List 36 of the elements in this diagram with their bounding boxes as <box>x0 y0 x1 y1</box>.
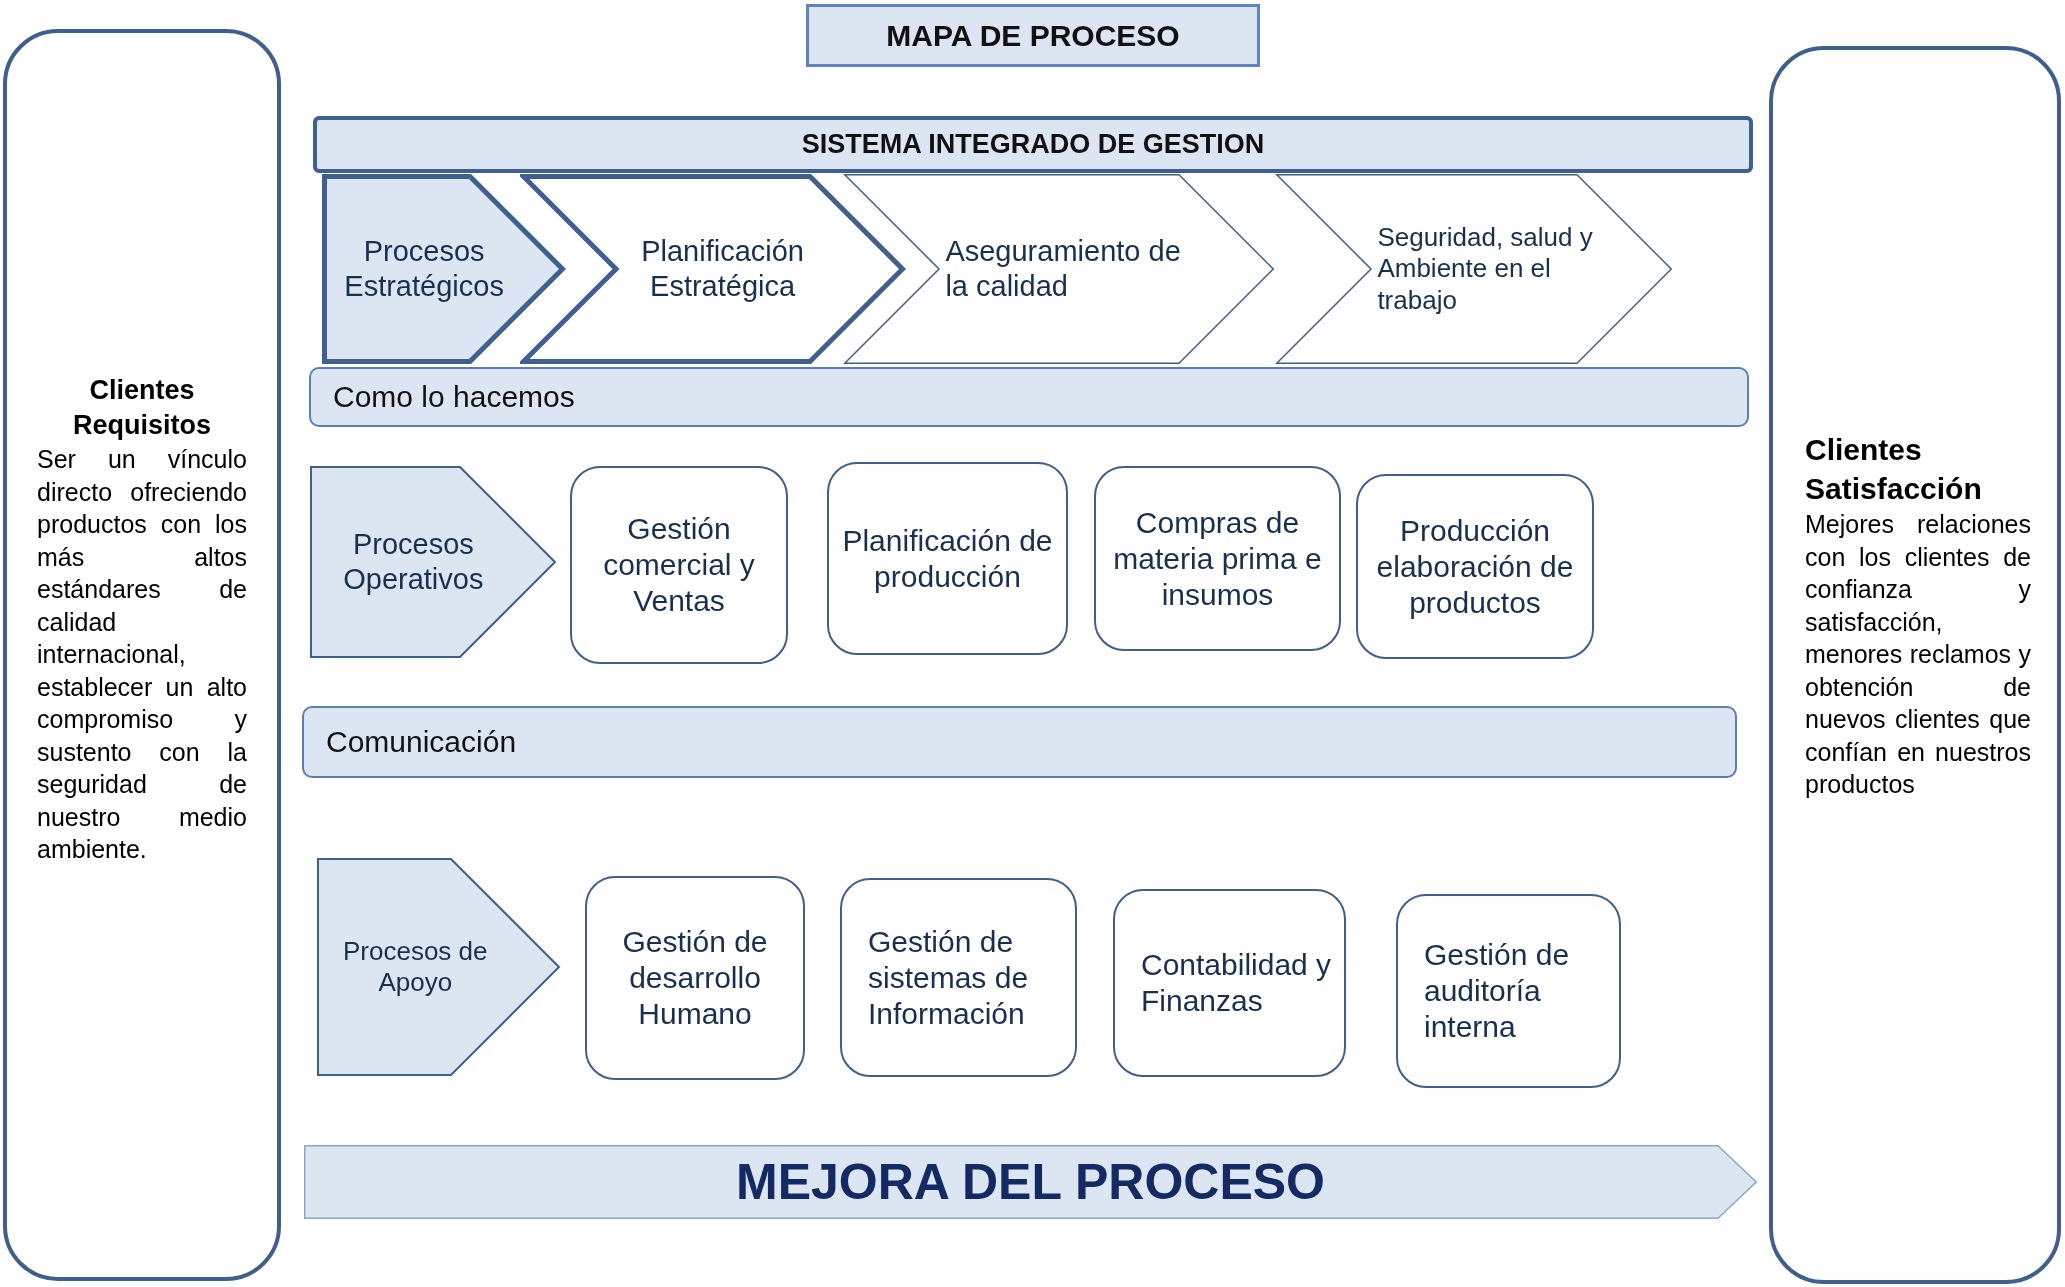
client-panel <box>3 29 281 1281</box>
client-panel <box>1769 46 2061 1284</box>
process-box <box>1396 894 1621 1088</box>
process-box <box>827 462 1068 655</box>
process-box <box>585 876 805 1080</box>
process-label: Planificación de producción <box>841 522 1054 595</box>
section-title: Como lo hacemos <box>333 379 575 415</box>
section-title: SISTEMA INTEGRADO DE GESTION <box>801 128 1265 161</box>
process-label: Gestión de desarrollo Humano <box>621 924 769 1032</box>
process-label: Producción elaboración de productos <box>1375 512 1575 621</box>
banner-text: MEJORA DEL PROCESO <box>736 1153 1325 1212</box>
process-label: Compras de materia prima e insumos <box>1112 504 1323 613</box>
process-label: Contabilidad y Finanzas <box>1141 947 1333 1019</box>
process-box <box>1094 466 1341 651</box>
title-banner: MAPA DE PROCESO <box>806 4 1260 67</box>
panel-heading: Clientes Requisitos <box>72 374 212 443</box>
process-label: Procesos de Apoyo <box>342 935 489 999</box>
process-box <box>570 466 788 664</box>
process-label: Gestión comercial y Ventas <box>602 511 756 619</box>
process-label: Seguridad, salud y Ambiente en el trabajo <box>1377 222 1594 316</box>
panel-body: Mejores relaciones con los clientes de confianza y satisfacción, menores reclamos y obtención de nuevos clientes que confían en nuestros productos <box>1805 509 2031 800</box>
process-label: Procesos Estratégicos <box>343 234 505 304</box>
process-label: Gestión de sistemas de Información <box>868 923 1030 1032</box>
process-box <box>1113 889 1346 1077</box>
header-band <box>313 116 1753 173</box>
process-box <box>840 878 1077 1077</box>
process-label: Aseguramiento de la calidad <box>945 234 1182 304</box>
panel-body: Ser un vínculo directo ofreciendo productos con los más altos estándares de calidad internacional, establecer un alto compromiso y sustento con la seguridad de nuestro medio ambiente. <box>37 444 247 866</box>
panel-heading: Clientes Satisfacción <box>1805 432 1983 507</box>
section-bar <box>309 367 1749 427</box>
process-label: Procesos Operativos <box>342 527 485 597</box>
section-title: Comunicación <box>326 724 517 760</box>
process-label: Gestión de auditoría interna <box>1424 937 1571 1045</box>
process-box <box>1356 474 1594 659</box>
process-label: Planificación Estratégica <box>640 234 805 304</box>
section-bar <box>302 706 1737 778</box>
